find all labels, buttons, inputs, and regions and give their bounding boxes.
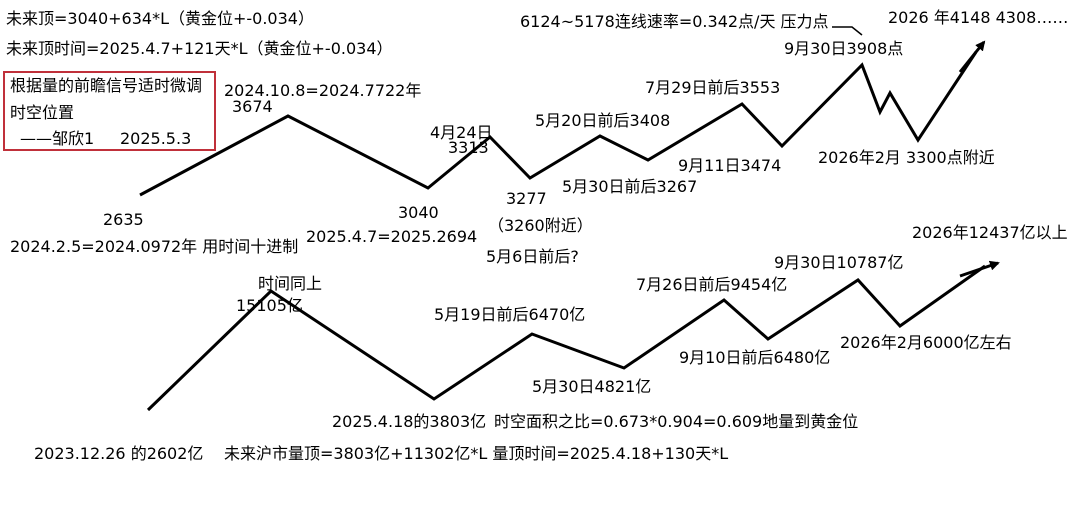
index-path-line xyxy=(139,51,978,197)
note-box: 根据量的前瞻信号适时微调 时空位置 ——邹欣1 2025.5.3 xyxy=(3,71,216,151)
index-peak1-value: 3674 xyxy=(232,97,273,116)
index-apr24-value: 3313 xyxy=(448,138,489,157)
index-sep30-label: 9月30日3908点 xyxy=(784,39,904,58)
volume-may19-label: 5月19日前后6470亿 xyxy=(434,305,586,324)
index-may30-label: 5月30日前后3267 xyxy=(562,177,698,196)
volume-peak1-label: 15105亿 xyxy=(236,296,303,315)
index-jul29-label: 7月29日前后3553 xyxy=(645,78,781,97)
index-low1-value: 3040 xyxy=(398,203,439,222)
volume-ratio-label: 时空面积之比=0.673*0.904=0.609地量到黄金位 xyxy=(494,412,859,431)
volume-target2026-label: 2026年12437亿以上 xyxy=(912,223,1068,242)
index-start-date: 2024.2.5=2024.0972年 用时间十进制 xyxy=(10,237,299,256)
index-apr24-date: 4月24日 xyxy=(430,123,493,142)
volume-feb2026-label: 2026年2月6000亿左右 xyxy=(840,333,1012,352)
index-low1-date: 2025.4.7=2025.2694 xyxy=(306,227,478,246)
note-line-1: 根据量的前瞻信号适时微调 xyxy=(10,76,203,95)
index-peak1-date: 2024.10.8=2024.7722年 xyxy=(224,81,422,100)
index-may20-label: 5月20日前后3408 xyxy=(535,111,671,130)
header-top-formula: 未来顶=3040+634*L（黄金位+-0.034） xyxy=(6,9,314,28)
volume-path-line xyxy=(146,264,986,412)
index-start-value: 2635 xyxy=(103,210,144,229)
volume-sep30-label: 9月30日10787亿 xyxy=(774,253,904,272)
index-rate-label: 6124~5178连线速率=0.342点/天 压力点 xyxy=(520,12,829,31)
rate-leader-line xyxy=(832,26,863,36)
note-line-2: 时空位置 xyxy=(10,103,75,122)
volume-sep10-label: 9月10日前后6480亿 xyxy=(679,348,831,367)
header-time-formula: 未来顶时间=2025.4.7+121天*L（黄金位+-0.034） xyxy=(6,39,393,58)
volume-time-same-label: 时间同上 xyxy=(258,274,323,293)
volume-may30-label: 5月30日4821亿 xyxy=(532,377,652,396)
index-target2026-label: 2026 年4148 4308…… xyxy=(888,8,1069,27)
index-arrow xyxy=(958,40,986,73)
index-may6-label: 5月6日前后? xyxy=(486,247,579,266)
volume-formula-label: 未来沪市量顶=3803亿+11302亿*L 量顶时间=2025.4.18+130… xyxy=(224,444,729,463)
index-low2-value: 3277 xyxy=(506,189,547,208)
volume-low1-label: 2025.4.18的3803亿 xyxy=(332,412,487,431)
index-feb2026-label: 2026年2月 3300点附近 xyxy=(818,148,995,167)
volume-arrow xyxy=(959,260,1000,278)
note-signature: ——邹欣1 xyxy=(20,129,95,148)
volume-jul26-label: 7月26日前后9454亿 xyxy=(636,275,788,294)
index-low2-note: （3260附近） xyxy=(488,216,593,235)
volume-start-label: 2023.12.26 的2602亿 xyxy=(34,444,204,463)
index-sep11-label: 9月11日3474 xyxy=(678,156,782,175)
note-date: 2025.5.3 xyxy=(120,129,192,148)
